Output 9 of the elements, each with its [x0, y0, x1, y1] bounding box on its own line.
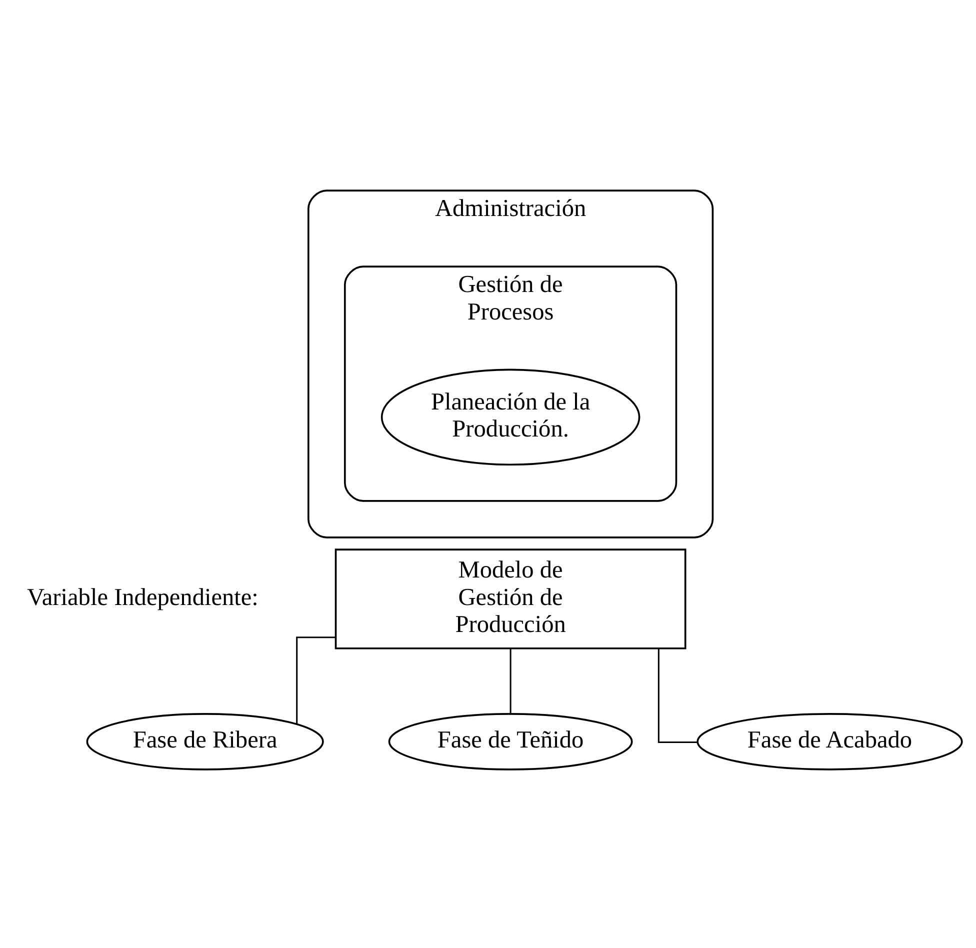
node-label: Variable Independiente:: [26, 584, 258, 611]
connector: [657, 648, 697, 743]
connector: [296, 636, 336, 724]
node-ellipse: Fase de Acabado: [696, 713, 962, 770]
node-ellipse: Planeación de la Producción.: [380, 368, 640, 466]
node-ellipse: Fase de Teñido: [388, 713, 632, 770]
connector: [509, 648, 511, 714]
node-box: Modelo de Gestión de Producción: [334, 548, 686, 650]
node-ellipse: Fase de Ribera: [86, 713, 324, 770]
